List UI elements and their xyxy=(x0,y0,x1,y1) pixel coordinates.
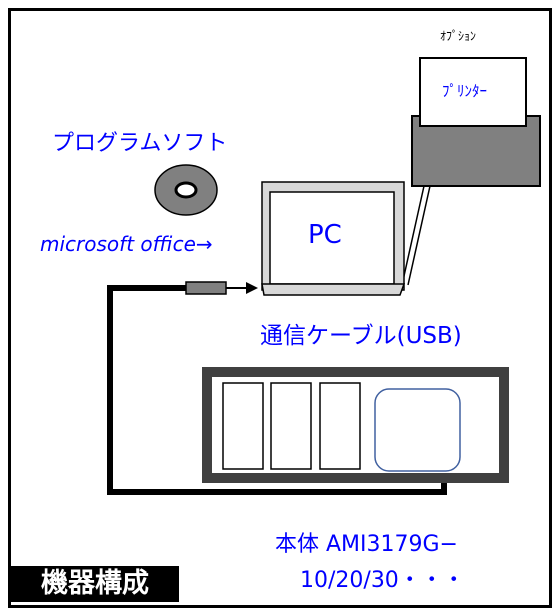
title-badge: 機器構成 xyxy=(11,566,179,602)
printer-paper xyxy=(419,57,527,127)
laptop-base xyxy=(261,283,406,296)
printer-label: ﾌﾟﾘﾝﾀｰ xyxy=(442,82,488,100)
office-label: microsoft office→ xyxy=(40,232,213,256)
program-software-label: プログラムソフト xyxy=(52,131,228,156)
unit-label-line2: 10/20/30・・・ xyxy=(300,568,465,593)
usb-plug xyxy=(185,281,227,295)
unit-label-line1: 本体 AMI3179G− xyxy=(275,532,458,557)
unit-slot-3 xyxy=(319,382,361,470)
usb-cable xyxy=(107,285,447,495)
printer-body xyxy=(411,115,541,187)
cable-label: 通信ケーブル(USB) xyxy=(260,323,462,349)
pc-label: PC xyxy=(308,220,342,250)
printer-cable xyxy=(401,185,425,286)
unit-display xyxy=(374,388,461,472)
option-label: ｵﾌﾟｼｮﾝ xyxy=(440,29,477,43)
unit-slot-1 xyxy=(222,382,264,470)
unit-slot-2 xyxy=(270,382,312,470)
